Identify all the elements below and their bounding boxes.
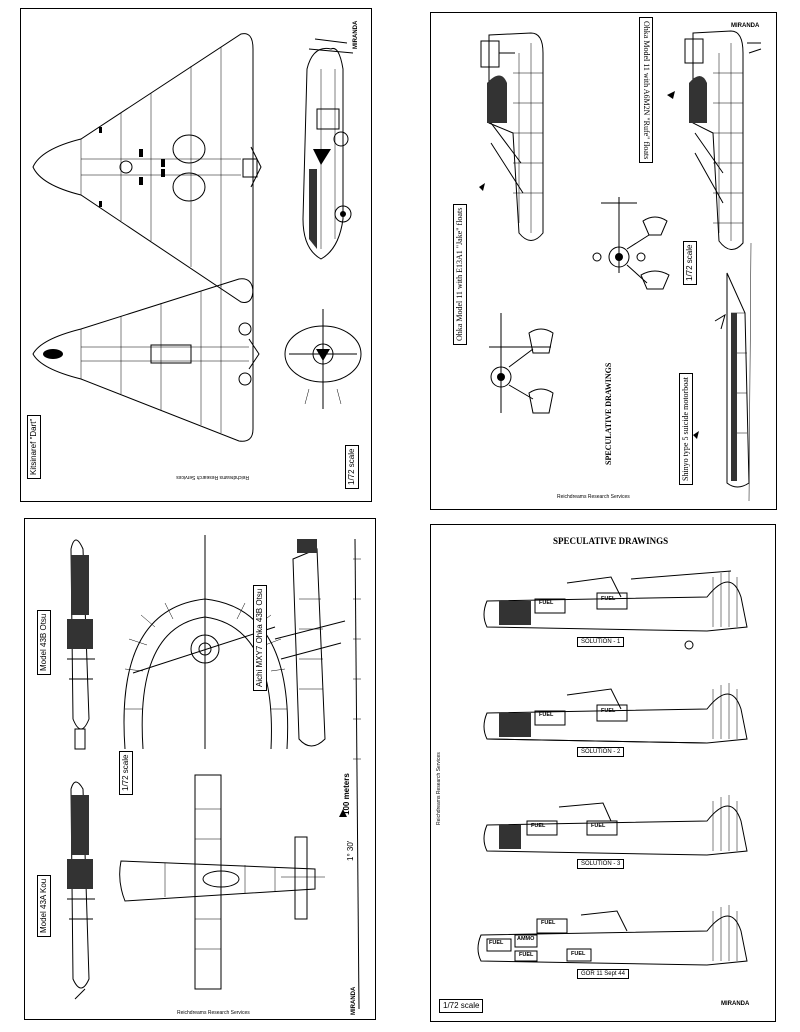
sol2-fuel-2: FUEL xyxy=(601,708,616,714)
gor-fuel-2: FUEL xyxy=(519,952,534,958)
floats-drawings xyxy=(479,30,762,502)
otsu-scale: 1/72 scale xyxy=(119,750,133,795)
otsu-distance: 100 meters xyxy=(342,773,351,815)
solution-2-label: SOLUTION - 2 xyxy=(577,747,625,757)
floats-logo: MIRANDA xyxy=(731,23,760,29)
model43b-label: Model 43B Otsu xyxy=(37,609,51,675)
gor-aircraft xyxy=(477,905,748,966)
shinyo-boat xyxy=(714,242,752,502)
dart-drawings xyxy=(32,33,362,442)
otsu-side-view xyxy=(274,538,361,1010)
dart-top-view-1 xyxy=(32,33,262,303)
gor-ammo: AMMO xyxy=(517,936,535,942)
dart-credit: Reichdreams Research Services xyxy=(176,474,249,480)
sol3-fuel-2: FUEL xyxy=(591,823,606,829)
gor-label: GOR 11 Sept 44 xyxy=(577,969,629,979)
jake-float-side-view xyxy=(480,32,544,241)
solutions-title: SPECULATIVE DRAWINGS xyxy=(553,536,669,546)
solution-2-aircraft xyxy=(483,683,748,744)
floats-scale: 1/72 scale xyxy=(683,240,697,285)
otsu-angle: 1° 30' xyxy=(346,840,355,861)
solutions-scale: 1/72 scale xyxy=(439,999,484,1013)
model43a-label: Model 43A Kou xyxy=(37,874,51,937)
model43b-cutaway xyxy=(67,539,95,750)
otsu-plan-view xyxy=(119,774,347,990)
jake-label: Ohka Model 11 with E13A1 "Jake" floats xyxy=(453,203,467,345)
solutions-drawings xyxy=(477,570,748,966)
sheet-dart: Kitsinaref "Dart" 1/72 scale Reichdreams… xyxy=(20,8,372,502)
shinyo-label: Shinyo type 5 suicide motorboat xyxy=(679,373,693,485)
gor-fuel-3: FUEL xyxy=(541,920,556,926)
sheet-solutions: SPECULATIVE DRAWINGS xyxy=(430,524,776,1022)
solutions-logo: MIRANDA xyxy=(721,1001,750,1007)
gor-fuel-4: FUEL xyxy=(571,951,586,957)
solution-1-label: SOLUTION - 1 xyxy=(577,637,625,647)
otsu-logo: MIRANDA xyxy=(351,986,357,1015)
otsu-drawings xyxy=(67,535,361,1010)
floats-speculative: SPECULATIVE DRAWINGS xyxy=(604,362,613,465)
rufe-float-side-view xyxy=(684,30,762,250)
solution-3-label: SOLUTION - 3 xyxy=(577,859,625,869)
dart-label: Kitsinaref "Dart" xyxy=(27,414,41,479)
jake-float-front-view xyxy=(489,313,554,414)
rufe-label: Ohka Model 11 with A6M2N "Rufe" floats xyxy=(639,17,653,164)
dart-scale: 1/72 scale xyxy=(345,444,359,489)
sheet-floats: Ohka Model 11 with E13A1 "Jake" floats O… xyxy=(430,12,777,510)
sol3-fuel-1: FUEL xyxy=(531,823,546,829)
sol1-fuel-2: FUEL xyxy=(601,596,616,602)
solutions-credit: Reichdreams Research Services xyxy=(436,752,442,825)
aichi-label: Aichi MXY7 Ohka 43B Otsu xyxy=(253,584,267,691)
floats-credit: Reichdreams Research Services xyxy=(557,494,630,500)
dart-side-view xyxy=(302,38,354,260)
solution-3-aircraft xyxy=(483,795,748,856)
solution-1-aircraft xyxy=(483,570,748,650)
model43a-cutaway xyxy=(67,781,95,1000)
catapult-track xyxy=(123,535,289,750)
sol1-fuel-1: FUEL xyxy=(539,600,554,606)
gor-fuel-1: FUEL xyxy=(489,940,504,946)
otsu-credit: Reichdreams Research Services xyxy=(177,1010,250,1016)
dart-front-view xyxy=(284,309,362,409)
rufe-float-front-view xyxy=(592,197,670,290)
dart-logo: MIRANDA xyxy=(353,20,359,49)
dart-top-view-2 xyxy=(32,278,260,442)
sheet-otsu: Model 43B Otsu Model 43A Kou Aichi MXY7 … xyxy=(24,518,376,1020)
sol2-fuel-1: FUEL xyxy=(539,712,554,718)
